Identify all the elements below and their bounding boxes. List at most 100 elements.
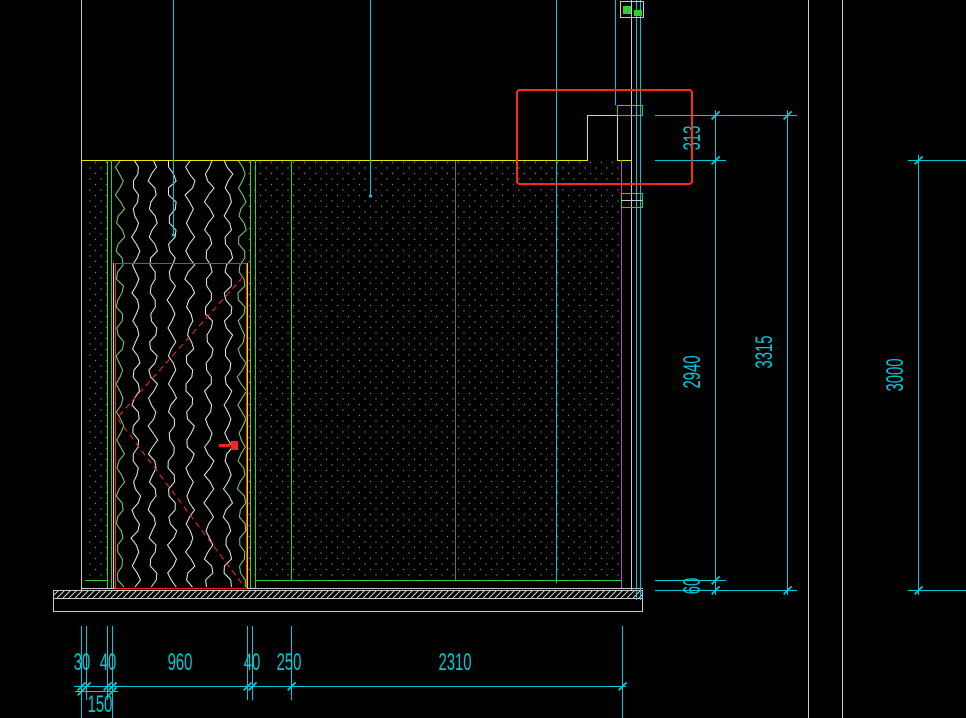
floor-hatch-line bbox=[128, 590, 138, 598]
floor-hatch-line bbox=[170, 590, 180, 598]
floor-hatch-line bbox=[260, 590, 270, 598]
floor-hatch-line bbox=[416, 590, 426, 598]
floor-hatch-line bbox=[182, 590, 192, 598]
floor-hatch-line bbox=[494, 590, 504, 598]
floor-hatch-line bbox=[266, 590, 276, 598]
dimension-tick bbox=[107, 686, 118, 697]
floor-hatch-line bbox=[254, 590, 264, 598]
floor-hatch-line bbox=[548, 590, 558, 598]
door-handle-icon bbox=[231, 441, 238, 450]
floor-hatch-line bbox=[578, 590, 588, 598]
floor-hatch-line bbox=[590, 590, 600, 598]
floor-hatch-line bbox=[458, 590, 468, 598]
floor-hatch-line bbox=[518, 590, 528, 598]
floor-hatch-line bbox=[308, 590, 318, 598]
dimension-tick bbox=[710, 575, 721, 586]
floor-hatch-line bbox=[422, 590, 432, 598]
dimension-tick bbox=[247, 681, 258, 692]
floor-hatch-line bbox=[476, 590, 486, 598]
dimension-label: 2940 bbox=[680, 355, 706, 388]
dimension-label: 3000 bbox=[883, 358, 909, 391]
floor-hatch-line bbox=[104, 590, 114, 598]
floor-hatch-line bbox=[314, 590, 324, 598]
floor-hatch-line bbox=[224, 590, 234, 598]
floor-hatch-line bbox=[218, 590, 228, 598]
dimension-tick bbox=[617, 681, 628, 692]
floor-hatch-line bbox=[440, 590, 450, 598]
floor-hatch-line bbox=[194, 590, 204, 598]
dimension-tick bbox=[242, 681, 253, 692]
floor-hatch-line bbox=[536, 590, 546, 598]
detail-symbol bbox=[620, 1, 644, 18]
dimension-tick bbox=[913, 155, 924, 166]
floor-hatch-line bbox=[110, 590, 120, 598]
dimension-label: 3315 bbox=[752, 335, 778, 368]
floor-hatch-line bbox=[56, 590, 66, 598]
floor-hatch-line bbox=[596, 590, 606, 598]
bottom-dimension-lines bbox=[74, 626, 626, 718]
highlight-box bbox=[516, 89, 693, 185]
panel-lines bbox=[85, 160, 621, 588]
floor-hatch-line bbox=[344, 590, 354, 598]
dimension-ticks bbox=[76, 110, 924, 697]
dimension-tick bbox=[710, 585, 721, 596]
dimension-tick bbox=[107, 681, 118, 692]
floor-hatch-line bbox=[566, 590, 576, 598]
dimension-label: 250 bbox=[277, 650, 302, 676]
floor-hatch-line bbox=[80, 590, 90, 598]
floor-hatch-line bbox=[398, 590, 408, 598]
structure-lines bbox=[81, 0, 843, 718]
floor-hatch-line bbox=[464, 590, 474, 598]
floor-hatch-line bbox=[62, 590, 72, 598]
dimension-label: 30 bbox=[74, 650, 91, 676]
dimension-tick bbox=[76, 686, 87, 697]
floor-hatch-line bbox=[206, 590, 216, 598]
bottom-dimension-labels: 30 40 960 40 250 2310 150 bbox=[74, 650, 472, 718]
wood-grain-line bbox=[114, 159, 126, 588]
floor-hatch-line bbox=[500, 590, 510, 598]
door-outline bbox=[114, 262, 248, 590]
wood-grain-line bbox=[166, 160, 178, 588]
floor-hatch-line bbox=[542, 590, 552, 598]
floor-hatch-line bbox=[608, 590, 618, 598]
floor-hatch-line bbox=[164, 590, 174, 598]
floor-hatch-line bbox=[176, 590, 186, 598]
detail-symbol bbox=[617, 105, 643, 116]
floor-hatch-line bbox=[506, 590, 516, 598]
leader-dot bbox=[368, 194, 373, 198]
floor-hatch-line bbox=[626, 590, 636, 598]
floor-hatch-line bbox=[86, 590, 96, 598]
floor-outline bbox=[53, 590, 643, 612]
floor-hatch-line bbox=[554, 590, 564, 598]
floor-hatch-line bbox=[278, 590, 288, 598]
dimension-label: 40 bbox=[100, 650, 117, 676]
floor-hatch-line bbox=[620, 590, 630, 598]
floor-hatch-line bbox=[53, 590, 60, 597]
floor-hatch-line bbox=[200, 590, 210, 598]
floor-hatch-line bbox=[242, 590, 252, 598]
floor-slab bbox=[53, 590, 643, 612]
floor-hatch-line bbox=[368, 590, 378, 598]
right-dimension-labels: 313 2940 60 3315 3000 bbox=[680, 126, 909, 595]
floor-hatch-line bbox=[332, 590, 342, 598]
dimension-tick bbox=[76, 681, 87, 692]
floor-hatch-line bbox=[53, 590, 54, 591]
floor-hatch-line bbox=[452, 590, 462, 598]
leader-lines bbox=[171, 0, 641, 600]
dimension-label: 60 bbox=[680, 578, 706, 595]
floor-hatch-line bbox=[248, 590, 258, 598]
floor-hatch-line bbox=[68, 590, 78, 598]
floor-hatch-line bbox=[374, 590, 384, 598]
floor-hatch-line bbox=[92, 590, 102, 598]
floor-hatch-line bbox=[158, 590, 168, 598]
door-handle-icon bbox=[219, 444, 230, 447]
floor-hatch-line bbox=[614, 590, 624, 598]
floor-hatch bbox=[53, 590, 643, 598]
floor-hatch-line bbox=[524, 590, 534, 598]
floor-hatch-line bbox=[290, 590, 300, 598]
leader-dot bbox=[171, 233, 176, 237]
floor-hatch-line bbox=[362, 590, 372, 598]
dimension-tick bbox=[286, 681, 297, 692]
detail-symbol bbox=[634, 10, 642, 16]
